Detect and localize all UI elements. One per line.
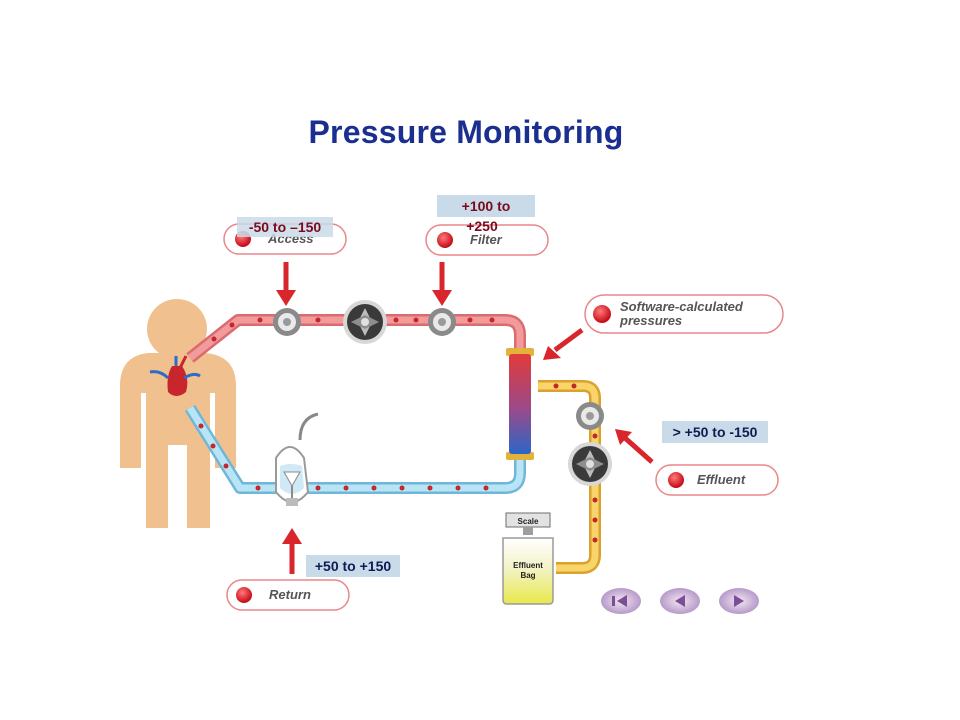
effluent-pump: [568, 442, 612, 486]
effluent-range-box: > +50 to -150: [662, 421, 768, 443]
nav-first-button[interactable]: [601, 588, 641, 614]
access-arrow: [276, 262, 296, 306]
effluent-bag: Effluent Bag: [502, 537, 554, 605]
effluent-bag-label-2: Bag: [520, 571, 535, 580]
next-icon: [734, 595, 744, 607]
effluent-label: Effluent: [697, 472, 746, 487]
patient-figure: [120, 299, 236, 528]
access-range-box: -50 to –150: [237, 217, 333, 237]
nav-next-button[interactable]: [719, 588, 759, 614]
return-arrow: [282, 528, 302, 574]
return-line: [184, 404, 526, 494]
filter-range-line2: +250: [466, 218, 498, 234]
return-range-box: +50 to +150: [306, 555, 400, 577]
return-label-pill: Return: [226, 579, 350, 611]
blood-pump: [343, 300, 387, 344]
effluent-label-pill: Effluent: [655, 464, 779, 496]
first-icon: [612, 595, 627, 607]
return-label: Return: [269, 587, 311, 602]
nav-previous-button[interactable]: [660, 588, 700, 614]
filter-pressure-pod: [428, 308, 456, 336]
scale-label: Scale: [518, 517, 539, 526]
effluent-range: > +50 to -150: [673, 424, 758, 440]
software-label-pill: Software-calculated pressures: [584, 294, 784, 334]
software-label-line1: Software-calculated: [620, 299, 744, 314]
access-pressure-pod: [273, 308, 301, 336]
filter-label-pill: Filter: [425, 224, 549, 256]
air-trap: [275, 412, 319, 506]
filter-label: Filter: [470, 232, 503, 247]
page-title: Pressure Monitoring: [308, 114, 624, 150]
heart-icon: [149, 355, 201, 396]
software-label-line2: pressures: [619, 313, 682, 328]
tube-markers: [198, 317, 598, 543]
effluent-arrow: [615, 429, 654, 464]
effluent-pressure-pod: [576, 402, 604, 430]
software-arrow: [543, 327, 584, 360]
filter-range-line1: +100 to: [462, 198, 511, 214]
previous-icon: [675, 595, 685, 607]
effluent-bag-label-1: Effluent: [513, 561, 543, 570]
filter-range-box: +100 to +250: [437, 195, 535, 234]
access-range: -50 to –150: [249, 219, 322, 235]
return-range: +50 to +150: [315, 558, 391, 574]
scale: Scale: [505, 512, 551, 535]
filter-arrow: [432, 262, 452, 306]
filter-cartridge: [506, 348, 534, 460]
